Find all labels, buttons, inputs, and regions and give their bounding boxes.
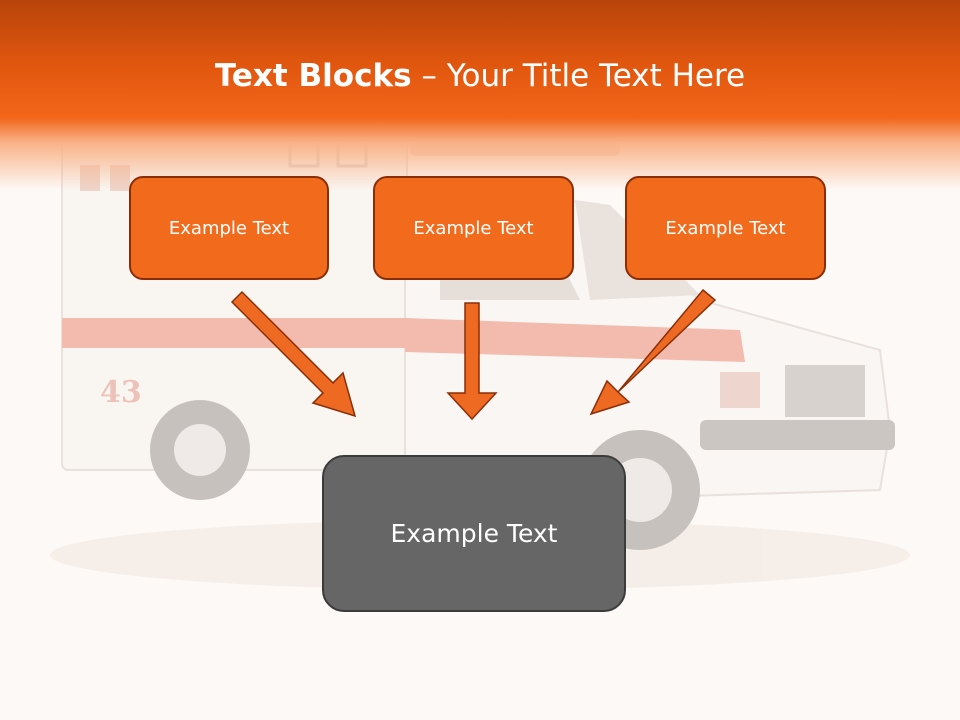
center-text-box-label: Example Text (390, 519, 558, 548)
text-box-left[interactable]: Example Text (129, 176, 329, 280)
header-band (0, 0, 960, 190)
svg-text:43: 43 (100, 375, 142, 410)
text-box-center-label: Example Text (413, 217, 534, 239)
page-title: Text Blocks – Your Title Text Here (0, 54, 960, 98)
text-box-right-label: Example Text (665, 217, 786, 239)
text-box-left-label: Example Text (168, 217, 290, 239)
center-text-box[interactable]: Example Text (322, 455, 626, 612)
text-box-right[interactable]: Example Text (625, 176, 826, 280)
text-box-center[interactable]: Example Text (373, 176, 574, 280)
title-rest: – Your Title Text Here (411, 58, 746, 94)
title-bold: Text Blocks (214, 58, 412, 94)
